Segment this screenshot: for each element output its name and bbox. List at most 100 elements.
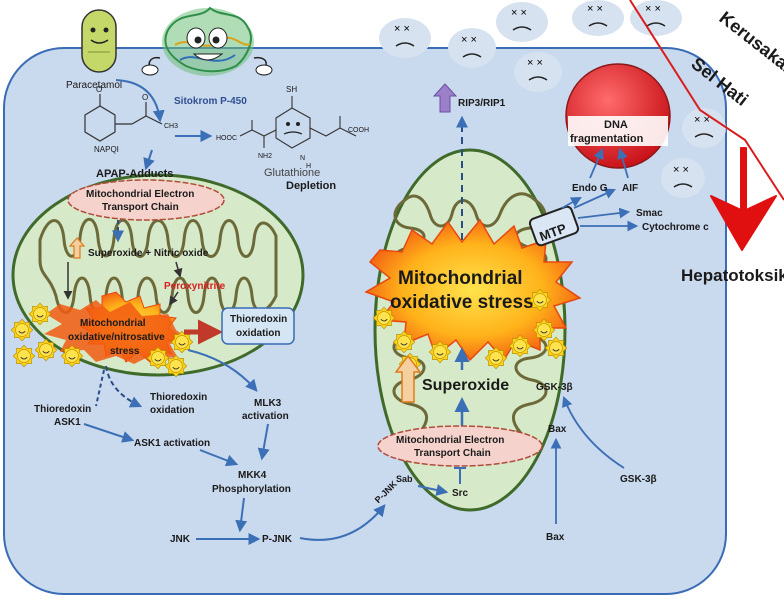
napqi-o-top: O [96, 85, 102, 94]
stress-left-line1: Mitochondrial [80, 318, 146, 329]
svg-text:× ×: × × [587, 3, 603, 15]
ros-sun-icon [10, 318, 34, 342]
rip-up-arrow-icon [432, 83, 458, 113]
arrow-aif-to-dna [617, 147, 629, 179]
smac-label: Smac [636, 208, 663, 219]
dna-label-box [568, 116, 668, 146]
svg-text:× ×: × × [394, 23, 410, 35]
mkk4-line2: Phosphorylation [212, 484, 291, 495]
bax-outside-label: Bax [546, 532, 565, 543]
napqi-structure [84, 94, 163, 142]
thio-box-line2: oxidation [236, 328, 280, 339]
etc-left-line2: Transport Chain [102, 202, 179, 213]
arrow-stress-to-ask1-dashed [95, 369, 105, 407]
dead-face-icon: × × [661, 158, 705, 198]
big-stress-line2: oxidative stress [390, 292, 534, 313]
dead-face-icon: × × [514, 52, 562, 92]
dead-face-icon: × × [448, 28, 496, 68]
arrow-stress-to-thio-ox [105, 365, 143, 408]
stress-left-line2: oxidative/nitrosative [68, 332, 165, 343]
ros-sun-icon [508, 334, 532, 358]
thioredoxin-ask1-line1: Thioredoxin [34, 404, 91, 415]
etc-left-line1: Mitochondrial Electron [86, 189, 194, 200]
up-arrow-superoxide-icon [68, 237, 86, 259]
thio-ox-cyt-line2: oxidation [150, 405, 194, 416]
oxidative-stress-burst-left [44, 291, 190, 364]
inhibit-src-to-etc [454, 467, 466, 484]
hepatotoksik-label: Hepatotoksik [681, 266, 784, 285]
gsh-sh: SH [286, 85, 297, 94]
arrow-gsk-in [562, 395, 625, 469]
cytc-label: Cytochrome c [642, 222, 709, 233]
thioredoxin-oxidation-box [221, 307, 295, 345]
dna-line2: fragmentation [570, 133, 644, 145]
pjnk-label: P-JNK [262, 534, 293, 545]
ros-sun-icon [372, 306, 396, 330]
dead-face-icon: × × [682, 108, 726, 148]
arrow-no-to-peroxynitrite [173, 261, 183, 278]
gsh-cooh: COOH [348, 127, 369, 134]
arrow-napqi-to-adducts [143, 149, 155, 171]
src-label: Src [452, 488, 469, 499]
gsh-nh2: NH2 [258, 153, 272, 160]
paracetamol-label: Paracetamol [66, 80, 122, 91]
superoxide-up-arrow-icon [394, 354, 422, 403]
etc-right-line2: Transport Chain [414, 448, 491, 459]
ros-sun-icon [528, 288, 552, 312]
gsh-face-icon [283, 122, 303, 135]
napqi-ch3: CH3 [164, 123, 178, 130]
arrow-stress-to-mlk3 [187, 349, 258, 392]
ros-sun-icon [28, 302, 52, 326]
arrow-ask1-to-mkk4 [199, 449, 239, 467]
superoxide-label: Superoxide [422, 377, 509, 394]
superoxide-no-label: Superoxide + Nitric oxide [88, 248, 209, 259]
damage-line [629, 0, 784, 201]
napqi-o-side: O [142, 93, 148, 102]
arrow-mtp-to-endog [561, 196, 582, 209]
arrow-endog-to-dna [589, 148, 604, 179]
ask1-activation-label: ASK1 activation [134, 438, 210, 449]
arrow-mtp-to-smac [577, 207, 631, 219]
mlk3-line1: MLK3 [254, 398, 282, 409]
gsk-outside-label: GSK-3β [620, 474, 657, 485]
dead-face-icon: × × [379, 18, 431, 58]
stress-left-line3: stress [110, 346, 140, 357]
svg-text:× ×: × × [461, 34, 477, 46]
paracetamol-pill-icon [81, 9, 117, 73]
ros-sun-icon [170, 330, 194, 354]
dead-face-icon: × × [572, 0, 624, 36]
ros-sun-icon [34, 338, 58, 362]
ros-sun-icon [532, 318, 556, 342]
arrow-paracetamol-to-napqi [115, 79, 165, 123]
thio-ox-cyt-line1: Thioredoxin [150, 392, 207, 403]
peroxynitrite-label: Peroxynitrite [164, 281, 226, 292]
arrow-mtp-to-aif [573, 188, 616, 209]
hepatotoksik-arrow-icon [710, 147, 777, 251]
gsh-h: H [306, 163, 311, 170]
napqi-label: NAPQI [94, 145, 119, 154]
mlk3-line2: activation [242, 411, 289, 422]
jnk-label: JNK [170, 534, 191, 545]
arrow-peroxynitrite-to-stress [169, 291, 179, 306]
arrow-pjnk-to-mito [299, 504, 386, 541]
ros-sun-icon [484, 346, 508, 370]
ros-sun-icon [392, 330, 416, 354]
ros-sun-icon [428, 340, 452, 364]
etc-cloud-right [377, 425, 543, 467]
ros-suns-left [10, 302, 194, 378]
etc-right-line1: Mitochondrial Electron [396, 435, 504, 446]
ros-sun-icon [60, 344, 84, 368]
cytochrome-label: Sitokrom P-450 [174, 96, 247, 107]
ros-sun-icon [146, 346, 170, 370]
ros-sun-icon [544, 336, 568, 360]
dead-face-icon: × × [496, 2, 548, 42]
glutathione-structure [239, 96, 357, 149]
sab-label: Sab [396, 474, 413, 484]
arrow-mlk3-to-mkk4 [257, 423, 270, 461]
kerusakan-label: Kerusakan [716, 7, 784, 79]
endog-label: Endo G [572, 183, 608, 194]
svg-text:× ×: × × [645, 3, 661, 15]
rip-label: RIP3/RIP1 [458, 98, 506, 109]
arrow-mkk4-to-pjnk [235, 497, 248, 533]
